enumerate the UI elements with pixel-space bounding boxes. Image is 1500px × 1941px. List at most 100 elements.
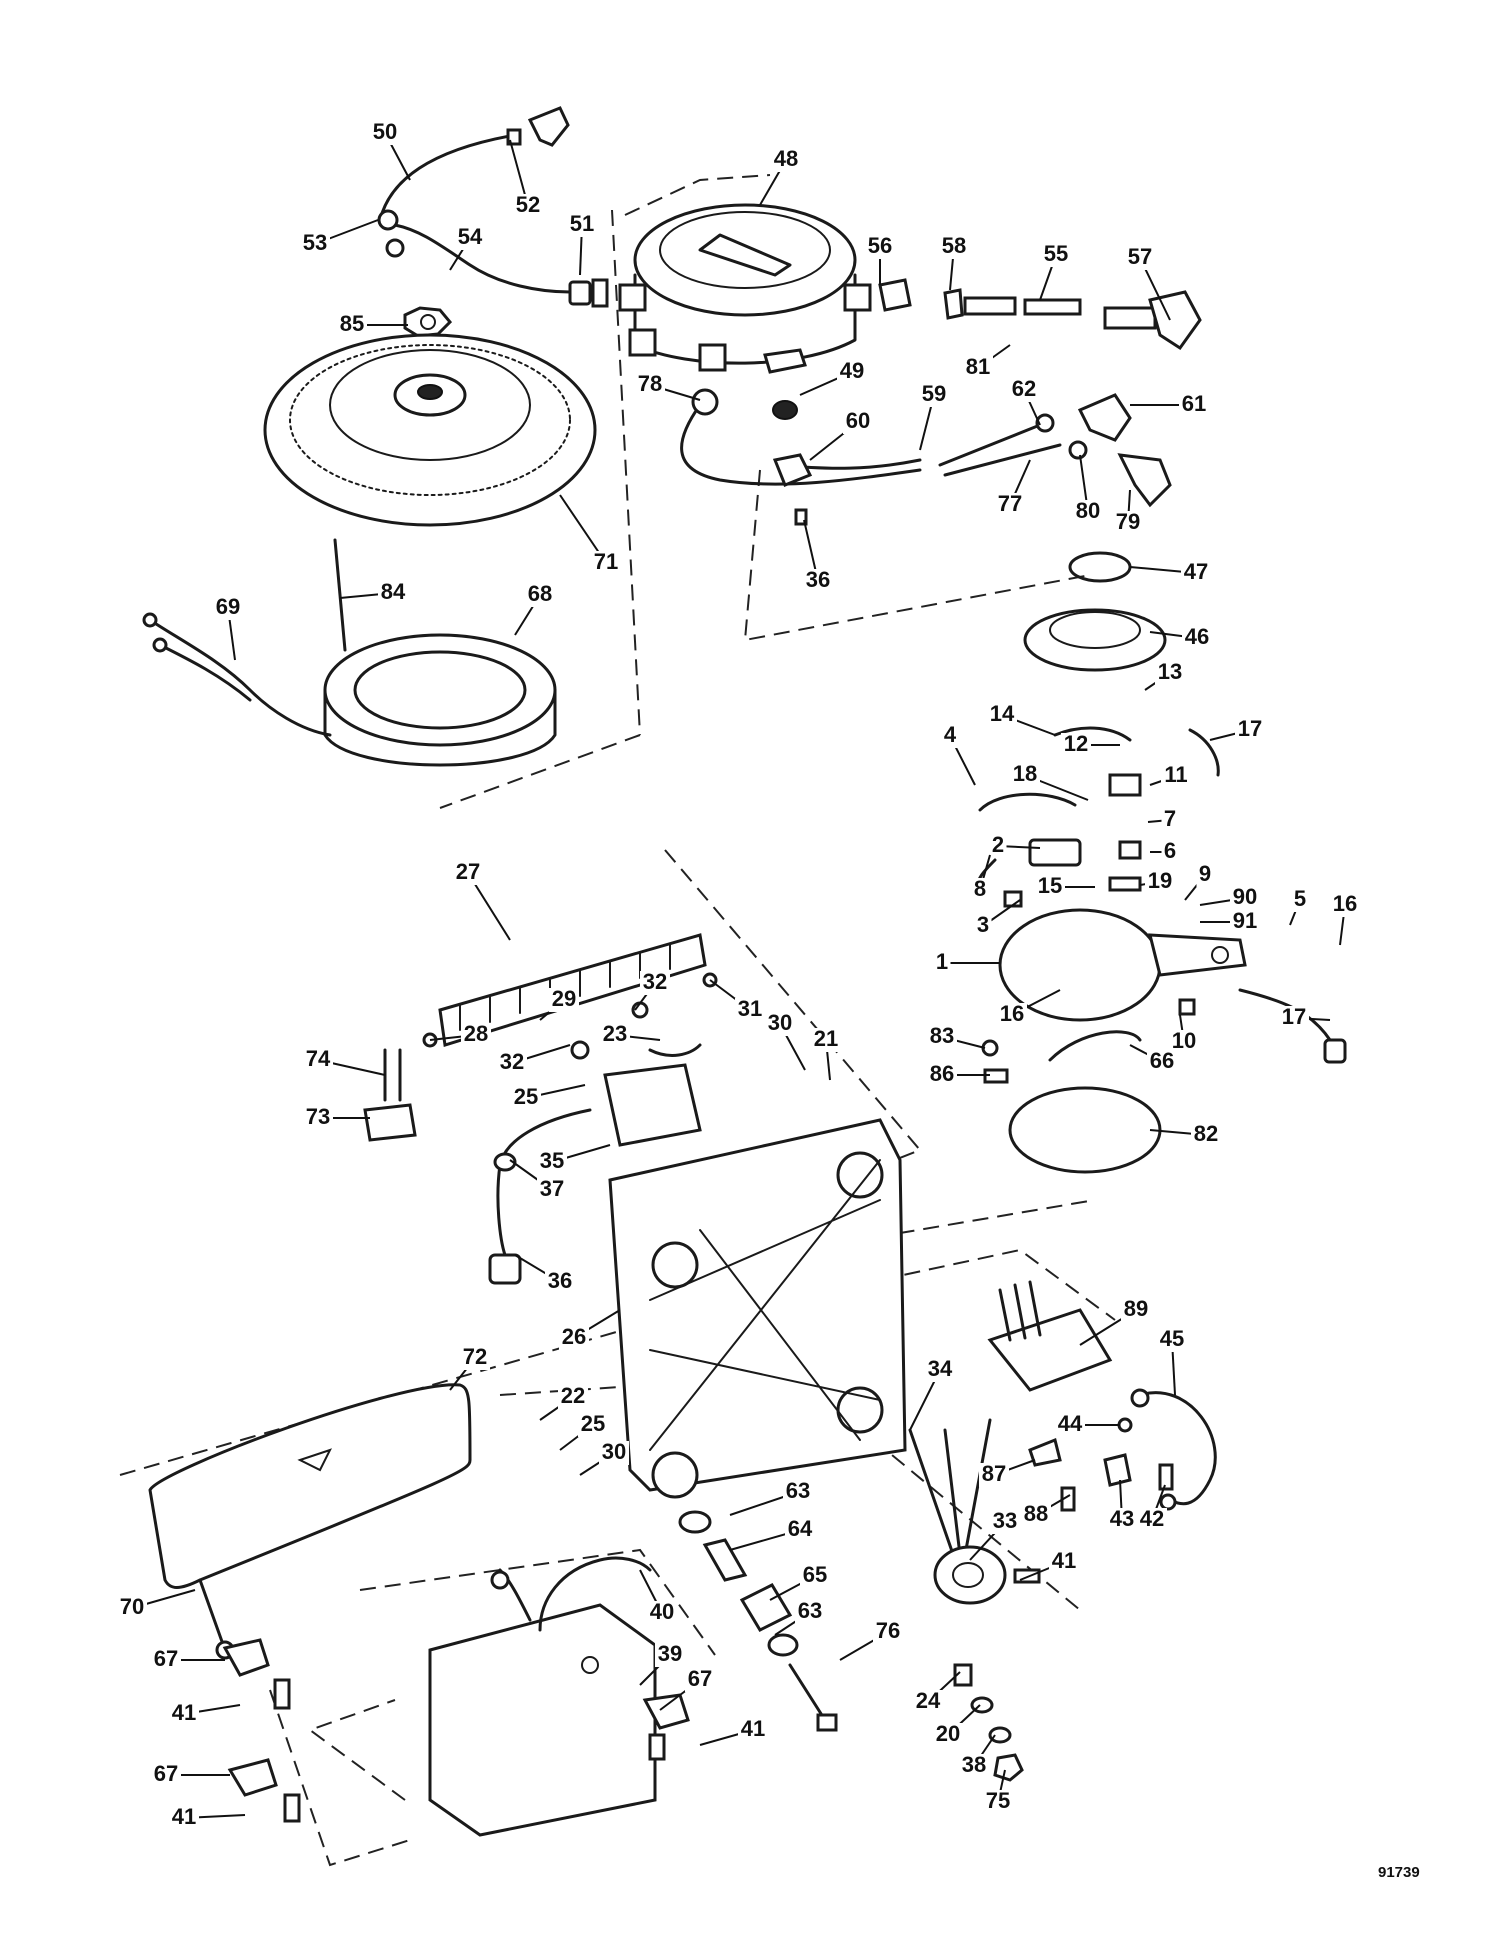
callout-label-bg xyxy=(537,1150,567,1174)
callout-label-bg xyxy=(370,121,400,145)
callout-label: 87 xyxy=(982,1461,1006,1486)
callout-label: 17 xyxy=(1238,716,1262,741)
callout-label: 69 xyxy=(216,594,240,619)
callout-label: 47 xyxy=(1184,559,1208,584)
callout-label: 85 xyxy=(340,311,364,336)
callout-label-bg xyxy=(765,1012,795,1036)
callout-label-bg xyxy=(941,724,959,748)
spark-plug-lead-lower xyxy=(680,388,1172,526)
callout-label-bg xyxy=(537,1178,567,1202)
callout-label: 9 xyxy=(1199,861,1211,886)
callout-label: 54 xyxy=(458,224,483,249)
callout-label-bg xyxy=(1125,246,1155,270)
callout-label: 28 xyxy=(464,1021,488,1046)
callout-label-bg xyxy=(647,1601,677,1625)
callout-label-bg xyxy=(169,1806,199,1830)
callout-label-bg xyxy=(1055,1413,1085,1437)
stator xyxy=(142,538,557,767)
callout-label-bg xyxy=(545,1270,575,1294)
callout-label-bg xyxy=(461,1023,491,1047)
mounting-bracket xyxy=(608,1118,907,1499)
callout-label: 83 xyxy=(930,1023,954,1048)
callout-label: 76 xyxy=(876,1618,900,1643)
callout-label-bg xyxy=(1279,1006,1309,1030)
callout-label-bg xyxy=(600,1023,630,1047)
callout-label-bg xyxy=(378,581,408,605)
callout-label-bg xyxy=(1147,1050,1177,1074)
callout-label-bg xyxy=(635,373,665,397)
callout-label-bg xyxy=(303,1106,333,1130)
callout-label-bg xyxy=(963,356,993,380)
callout-label-bg xyxy=(453,861,483,885)
callout-label: 65 xyxy=(803,1562,827,1587)
callout-label: 37 xyxy=(540,1176,564,1201)
callout-label-bg xyxy=(1010,763,1040,787)
callout-label-bg xyxy=(987,703,1017,727)
callout-label-bg xyxy=(303,1048,333,1072)
callout-label: 2 xyxy=(992,832,1004,857)
callout-label: 50 xyxy=(373,119,397,144)
callout-label: 70 xyxy=(120,1594,144,1619)
callout-label: 58 xyxy=(942,233,966,258)
callout-label-bg xyxy=(1061,733,1091,757)
callout-label-bg xyxy=(1073,500,1103,524)
callout-label-bg xyxy=(151,1648,181,1672)
callout-label-bg xyxy=(803,569,833,593)
reference-number: 91739 xyxy=(1378,1864,1420,1881)
callout-label-bg xyxy=(843,410,873,434)
ignition-coil xyxy=(488,1001,702,1285)
callout-label: 48 xyxy=(774,146,798,171)
flywheel xyxy=(263,333,597,527)
callout-label: 33 xyxy=(993,1508,1017,1533)
callout-label: 19 xyxy=(1148,868,1172,893)
callout-label: 32 xyxy=(643,969,667,994)
mount-hardware xyxy=(678,1510,838,1732)
callout-label: 38 xyxy=(962,1752,986,1777)
callout-label: 18 xyxy=(1013,761,1037,786)
callout-label-bg xyxy=(1230,910,1260,934)
callout-label: 74 xyxy=(306,1046,331,1071)
callout-label-bg xyxy=(1182,626,1212,650)
callout-label: 91 xyxy=(1233,908,1257,933)
callout-label-bg xyxy=(1157,1328,1187,1352)
callout-label: 64 xyxy=(788,1516,813,1541)
callout-label-bg xyxy=(511,1086,541,1110)
callout-label-bg xyxy=(865,235,895,259)
callout-label-bg xyxy=(460,1346,490,1370)
callout-label-bg xyxy=(974,914,992,938)
callout-label-bg xyxy=(1121,1298,1151,1322)
callout-label: 53 xyxy=(303,230,327,255)
callout-label: 67 xyxy=(154,1646,178,1671)
callout-label-bg xyxy=(795,1600,825,1624)
callout-label-bg xyxy=(559,1326,589,1350)
callout-label: 39 xyxy=(658,1641,682,1666)
timer-base-assembly xyxy=(975,726,1347,1174)
retainer-ring xyxy=(1068,551,1132,583)
callout-label-bg xyxy=(151,1763,181,1787)
callout-label: 16 xyxy=(1000,1001,1024,1026)
callout-label: 11 xyxy=(1164,762,1187,787)
callout-label-bg xyxy=(783,1480,813,1504)
callout-label: 36 xyxy=(806,567,830,592)
callout-label: 41 xyxy=(172,1804,196,1829)
callout-label-bg xyxy=(525,583,555,607)
callout-label-bg xyxy=(1161,764,1191,788)
callout-label: 67 xyxy=(688,1666,712,1691)
callout-label: 30 xyxy=(768,1010,792,1035)
callout-label-bg xyxy=(990,1510,1020,1534)
spark-plug-lead-upper xyxy=(878,278,1202,351)
callout-label-bg xyxy=(1035,875,1065,899)
timer-base-cup xyxy=(1023,608,1167,672)
rectifier xyxy=(908,1418,1041,1605)
callout-label: 56 xyxy=(868,233,892,258)
callout-label: 55 xyxy=(1044,241,1068,266)
callout-label-bg xyxy=(1041,243,1071,267)
callout-label-bg xyxy=(300,232,330,256)
callout-label: 27 xyxy=(456,859,480,884)
callout-label-bg xyxy=(599,1441,629,1465)
callout-label-bg xyxy=(1161,840,1179,864)
callout-label-bg xyxy=(1196,863,1214,887)
callout-label-bg xyxy=(1181,561,1211,585)
callout-label-bg xyxy=(1113,511,1143,535)
